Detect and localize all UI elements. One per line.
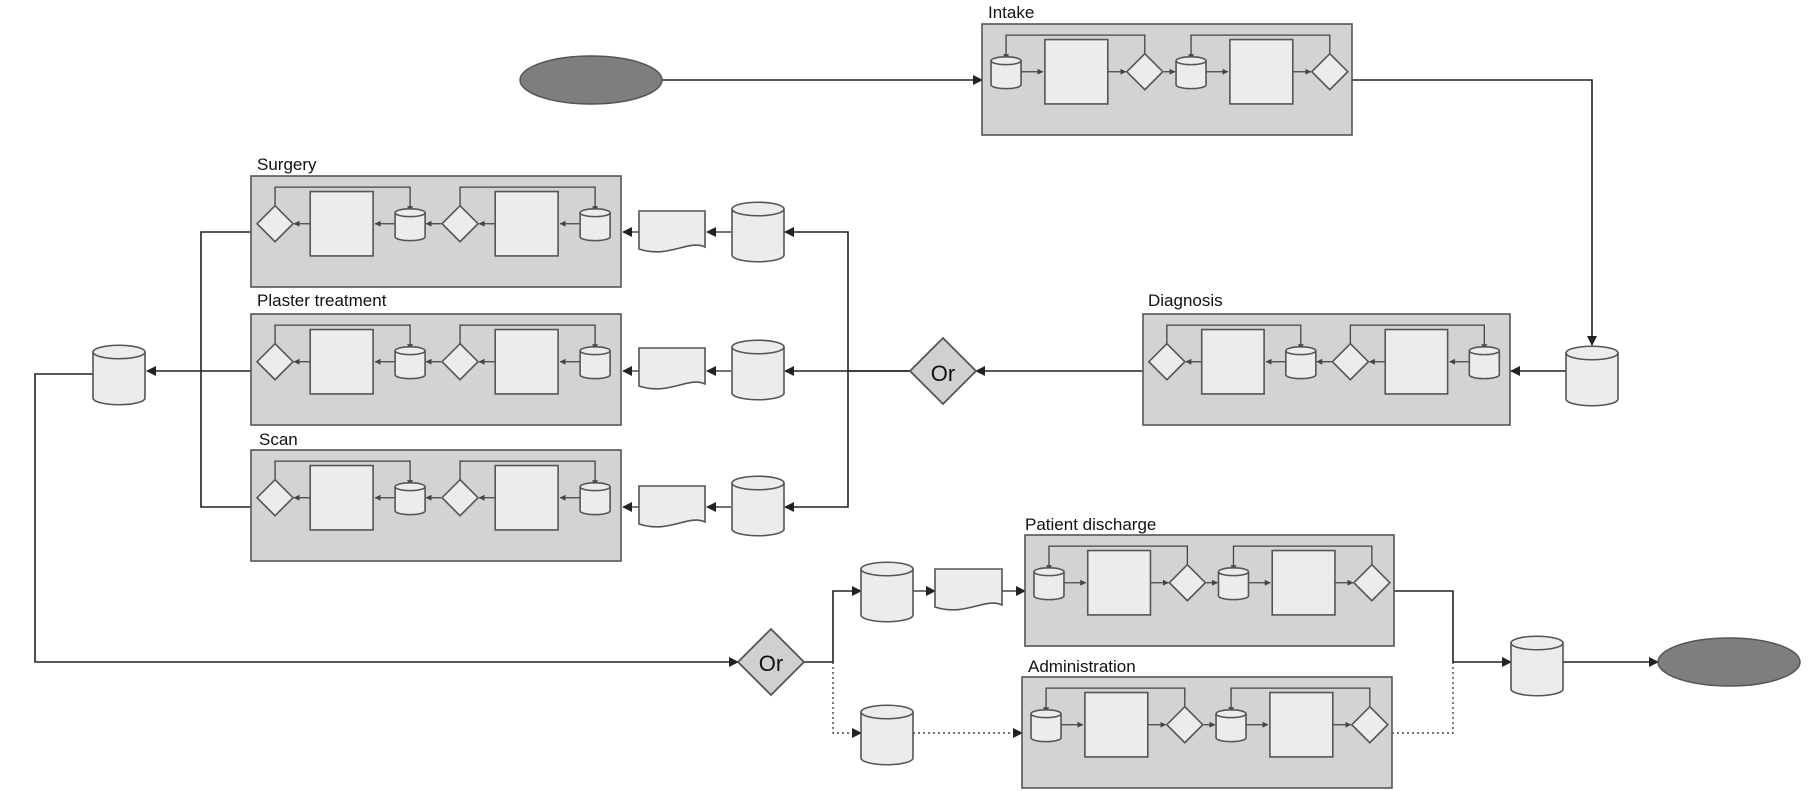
- process-administration: [1021, 676, 1393, 789]
- edge-or-to-scan: [784, 371, 849, 512]
- gateway-label-discharge: Or: [759, 651, 783, 676]
- inner-datastore: [394, 346, 426, 380]
- connectors: [34, 75, 1659, 738]
- process-label-diagnosis: Diagnosis: [1148, 291, 1223, 310]
- inner-decision: [1331, 342, 1370, 381]
- inner-datastore: [579, 208, 611, 242]
- inner-activity: [1269, 691, 1334, 758]
- document-scan: [638, 485, 706, 528]
- datastore-surgery-input: [731, 201, 785, 263]
- datastore-scan-input: [731, 475, 785, 537]
- datastore-final: [1510, 635, 1564, 697]
- inner-datastore: [1215, 709, 1247, 743]
- inner-decision: [1352, 563, 1391, 602]
- inner-datastore: [579, 346, 611, 380]
- inner-decision: [1168, 563, 1207, 602]
- process-patient-discharge: [1024, 534, 1395, 647]
- inner-activity: [494, 464, 559, 531]
- inner-activity: [1384, 328, 1449, 395]
- inner-activity: [309, 190, 374, 257]
- datastore-administration-input: [860, 704, 914, 766]
- inner-decision: [440, 342, 480, 381]
- edge-intake-to-datastore: [1352, 79, 1597, 346]
- inner-datastore: [990, 56, 1022, 90]
- document-surgery: [638, 210, 706, 253]
- shapes: [92, 23, 1801, 789]
- end-event: [1657, 637, 1801, 687]
- inner-activity: [309, 464, 374, 531]
- process-label-surgery: Surgery: [257, 155, 317, 174]
- inner-datastore: [1033, 567, 1065, 601]
- inner-decision: [1165, 705, 1204, 744]
- process-scan: [250, 449, 622, 562]
- inner-datastore: [1175, 56, 1207, 90]
- process-label-administration: Administration: [1028, 657, 1136, 676]
- datastore-treatment-output: [92, 344, 146, 406]
- inner-datastore: [1285, 346, 1317, 380]
- edge-discharge-to-final: [1394, 590, 1512, 667]
- inner-activity: [494, 328, 559, 395]
- process-label-intake: Intake: [988, 3, 1034, 22]
- inner-activity: [1084, 691, 1149, 758]
- process-label-plaster-treatment: Plaster treatment: [257, 291, 387, 310]
- inner-decision: [255, 342, 295, 381]
- inner-decision: [1125, 52, 1164, 91]
- inner-decision: [255, 204, 295, 243]
- inner-datastore: [394, 482, 426, 516]
- inner-activity: [1271, 549, 1336, 616]
- document-plaster: [638, 347, 706, 390]
- edge-merge-bracket: [200, 231, 251, 508]
- inner-activity: [309, 328, 374, 395]
- process-diagnosis: [1142, 313, 1511, 426]
- process-surgery: [250, 175, 622, 288]
- inner-datastore: [394, 208, 426, 242]
- start-event: [519, 55, 663, 105]
- inner-decision: [440, 204, 480, 243]
- inner-datastore: [1468, 346, 1501, 380]
- document-discharge: [934, 568, 1003, 611]
- inner-decision: [1310, 52, 1349, 91]
- process-plaster-treatment: [250, 313, 622, 426]
- datastore-discharge-input: [860, 561, 914, 623]
- inner-decision: [1350, 705, 1389, 744]
- inner-activity: [494, 190, 559, 257]
- edge-or-to-discharge-ds: [804, 586, 862, 663]
- inner-activity: [1200, 328, 1265, 395]
- process-intake: [981, 23, 1353, 136]
- process-label-patient-discharge: Patient discharge: [1025, 515, 1156, 534]
- edge-datastore-to-or: [34, 373, 739, 667]
- edge-or-to-surgery: [784, 227, 910, 372]
- edge-or-to-admin-ds: [832, 662, 862, 738]
- inner-datastore: [579, 482, 611, 516]
- inner-decision: [1147, 342, 1186, 381]
- inner-activity: [1229, 38, 1294, 105]
- gateway-diagnosis-split: [908, 336, 978, 406]
- inner-decision: [255, 478, 295, 517]
- inner-activity: [1086, 549, 1152, 616]
- edge-admin-to-final: [1392, 662, 1454, 734]
- process-label-scan: Scan: [259, 430, 298, 449]
- inner-datastore: [1030, 709, 1062, 743]
- gateway-discharge-split: [736, 627, 806, 697]
- datastore-plaster-input: [731, 339, 785, 401]
- inner-decision: [440, 478, 480, 517]
- inner-activity: [1044, 38, 1109, 105]
- gateway-label-diagnosis: Or: [931, 361, 955, 386]
- datastore-diagnosis-input: [1565, 345, 1619, 407]
- inner-datastore: [1217, 567, 1250, 601]
